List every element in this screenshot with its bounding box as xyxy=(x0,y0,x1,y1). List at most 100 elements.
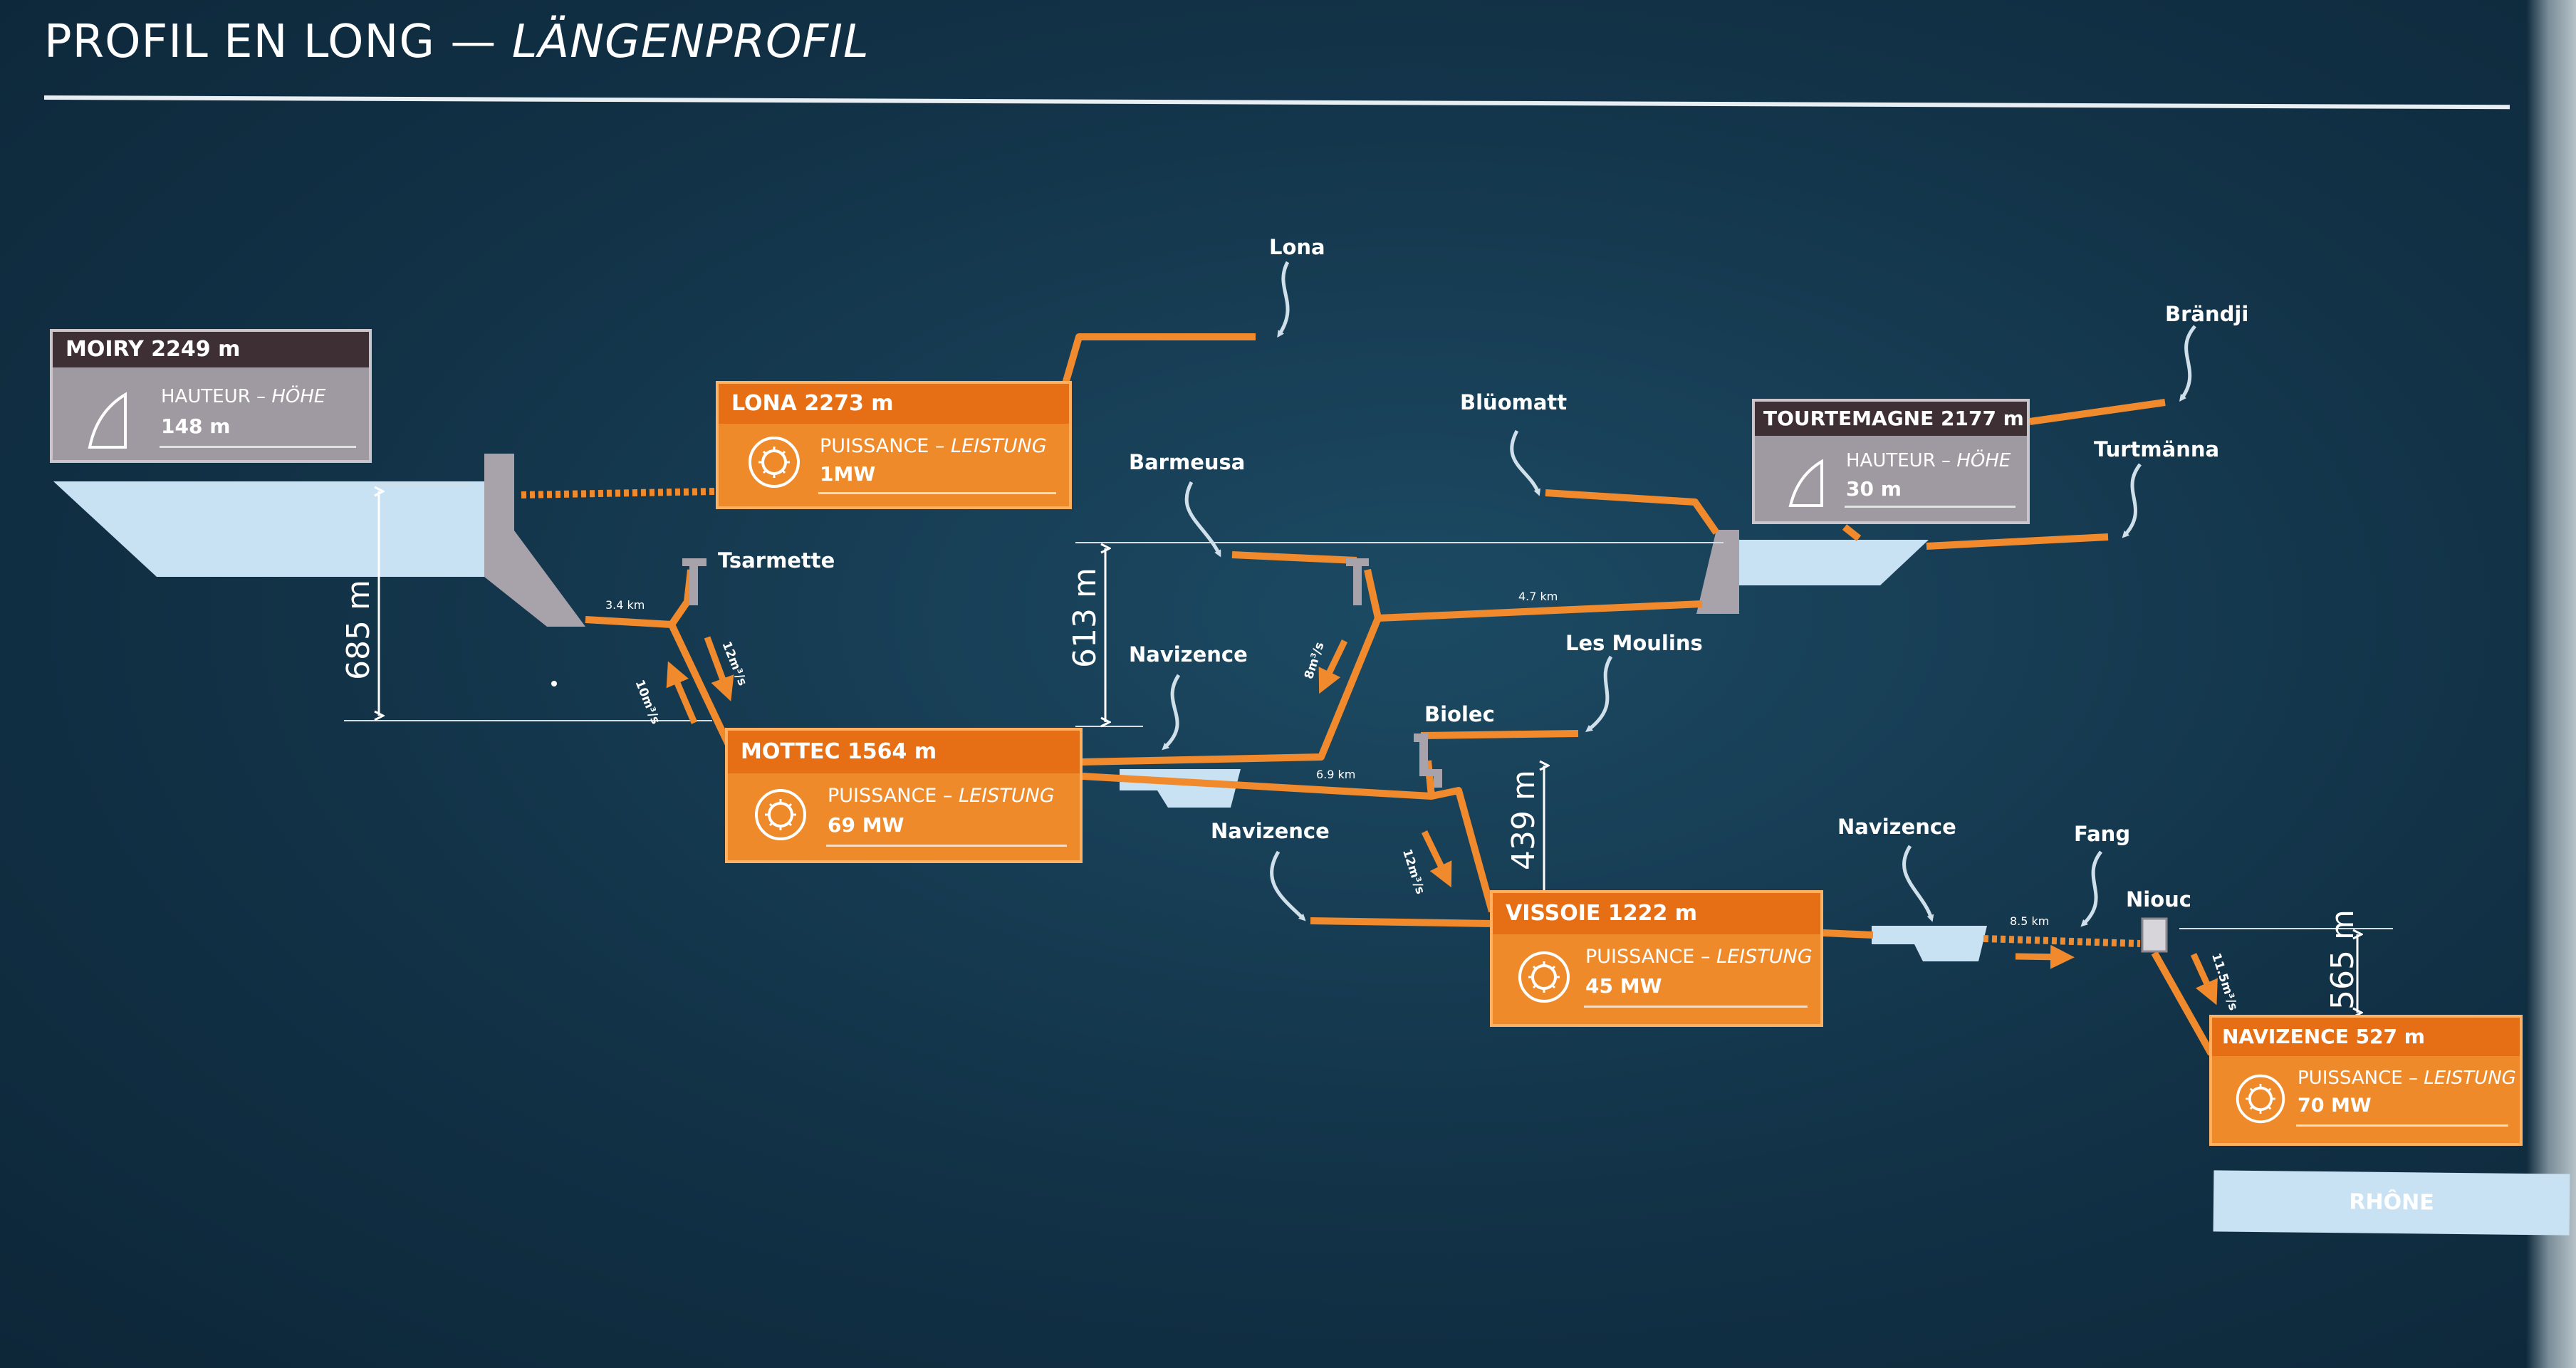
dam-icon xyxy=(88,392,127,449)
vissoie-power-label-fr: PUISSANCE xyxy=(1585,946,1695,968)
head-label-biolec: 439 m xyxy=(1506,770,1542,870)
niouc-structure xyxy=(2141,917,2168,953)
place-label-biolec: Biolec xyxy=(1424,702,1495,726)
place-label-tsarmette: Tsarmette xyxy=(718,548,835,573)
vissoie-station-title: VISSOIE 1222 m xyxy=(1493,893,1820,934)
mottec-basin xyxy=(1120,769,1241,808)
stream-arrows xyxy=(1162,261,2196,927)
title-de: LÄNGENPROFIL xyxy=(511,16,870,68)
biolec-structure xyxy=(1414,733,1442,788)
navizence-power-label: PUISSANCE – LEISTUNG xyxy=(2298,1067,2516,1089)
distance-vissoie-niouc: 8.5 km xyxy=(2010,914,2050,928)
moiry-dam-title: MOIRY 2249 m xyxy=(53,332,369,367)
flow-arrow-tsarmette-down xyxy=(704,636,734,701)
stream-arrow-navizence-2 xyxy=(1270,850,1306,921)
pipe-network xyxy=(521,333,2215,1056)
tourtemagne-reservoir xyxy=(1738,540,1929,585)
head-label-niouc: 565 m xyxy=(2325,909,2361,1010)
stream-arrow-navizence-3 xyxy=(1902,845,1934,922)
tourtemagne-box-rule xyxy=(1845,506,2016,508)
tourtemagne-dam-wall xyxy=(1696,530,1739,614)
stream-arrow-barmeusa xyxy=(1184,481,1221,558)
stream-label-turtmanna: Turtmänna xyxy=(2094,437,2220,461)
moiry-dam-box: MOIRY 2249 m HAUTEUR – HÖHE 148 m xyxy=(50,329,372,463)
dam-icon xyxy=(1788,459,1823,507)
pipe-tourtemagne-stub xyxy=(1842,524,1862,541)
moiry-height-value: 148 m xyxy=(161,414,231,438)
stream-label-fang: Fang xyxy=(2074,822,2131,846)
lona-power-label: PUISSANCE – LEISTUNG xyxy=(820,435,1047,457)
flow-arrow-vissoie-niouc xyxy=(2015,944,2075,969)
lona-power-label-fr: PUISSANCE xyxy=(820,435,929,457)
stream-arrow-navizence-1 xyxy=(1162,674,1181,751)
flow-arrow-tsarmette-up xyxy=(666,661,698,724)
mottec-box-rule xyxy=(826,845,1067,847)
vissoie-power-value: 45 MW xyxy=(1585,974,1662,998)
vissoie-power-label: PUISSANCE – LEISTUNG xyxy=(1585,946,1813,968)
tsarmette-structure xyxy=(682,558,706,605)
stream-label-navizence-1: Navizence xyxy=(1129,642,1248,667)
tourtemagne-height-label: HAUTEUR – HÖHE xyxy=(1846,450,2011,471)
pipe-mottec-vissoie xyxy=(1082,773,1496,913)
moiry-dam-wall xyxy=(484,454,585,627)
moiry-height-label: HAUTEUR – HÖHE xyxy=(161,386,326,407)
stream-arrow-brandji xyxy=(2179,325,2196,402)
stream-label-barmeusa: Barmeusa xyxy=(1129,450,1246,474)
moiry-box-rule xyxy=(160,446,356,448)
tourtemagne-dam-box: TOURTEMAGNE 2177 m HAUTEUR – HÖHE 30 m xyxy=(1752,399,2030,524)
pipe-barmeusa-shaft xyxy=(1364,568,1382,620)
tourtemagne-dam-title: TOURTEMAGNE 2177 m xyxy=(1755,402,2027,436)
stream-arrow-bluomatt xyxy=(1510,429,1540,496)
head-label-barmeusa: 613 m xyxy=(1067,568,1103,668)
navizence-station-title: NAVIZENCE 527 m xyxy=(2212,1018,2520,1056)
pipe-tsarmette-branch xyxy=(668,569,694,627)
vissoie-basin xyxy=(1872,926,1987,961)
mottec-power-label-fr: PUISSANCE xyxy=(828,785,937,807)
stream-label-lona: Lona xyxy=(1269,235,1325,259)
lona-power-label-de: LEISTUNG xyxy=(951,435,1047,457)
distance-moiry-mottec: 3.4 km xyxy=(605,598,645,612)
mottec-power-value: 69 MW xyxy=(828,813,904,837)
pipe-brandji xyxy=(2029,399,2166,425)
pipe-bluomatt xyxy=(1545,489,1720,535)
stream-arrow-lona xyxy=(1277,261,1290,338)
navizence-power-label-fr: PUISSANCE xyxy=(2298,1067,2403,1089)
lona-station-title: LONA 2273 m xyxy=(719,384,1069,424)
stream-label-brandji: Brändji xyxy=(2165,302,2249,326)
flow-arrow-barmeusa xyxy=(1318,639,1348,694)
sun-turbine-icon xyxy=(749,437,800,488)
flow-arrow-biolec xyxy=(1421,830,1452,888)
vissoie-box-rule xyxy=(1584,1006,1808,1008)
distance-mottec-vissoie: 6.9 km xyxy=(1316,768,1356,781)
lona-station-box: LONA 2273 m PUISSANCE – LEISTUNG 1MW xyxy=(716,381,1072,509)
navizence-station-box: NAVIZENCE 527 m PUISSANCE – LEISTUNG 70 … xyxy=(2209,1015,2523,1146)
marker-dot xyxy=(551,681,557,686)
mottec-station-title: MOTTEC 1564 m xyxy=(728,731,1080,773)
pipe-vissoie-niouc xyxy=(1983,935,2141,947)
pipe-barmeusa-intake xyxy=(1231,551,1357,564)
pipe-lona-intake xyxy=(1061,333,1256,387)
page-title: PROFIL EN LONG — LÄNGENPROFIL xyxy=(44,16,870,68)
pipe-moiry-lona xyxy=(521,488,716,498)
navizence-power-value: 70 MW xyxy=(2298,1095,2372,1117)
mottec-station-box: MOTTEC 1564 m PUISSANCE – LEISTUNG 69 MW xyxy=(725,728,1083,863)
stream-label-les-moulins: Les Moulins xyxy=(1565,631,1703,655)
mottec-power-label: PUISSANCE – LEISTUNG xyxy=(828,785,1055,807)
pipe-navizence-2 xyxy=(1310,917,1493,927)
stream-arrow-les-moulins xyxy=(1585,655,1613,733)
stream-arrow-fang xyxy=(2080,850,2103,927)
pipe-niouc-navizence xyxy=(2151,951,2215,1056)
tourtemagne-height-label-fr: HAUTEUR xyxy=(1846,450,1936,471)
vissoie-station-box: VISSOIE 1222 m PUISSANCE – LEISTUNG 45 M… xyxy=(1490,890,1823,1027)
navizence-box-rule xyxy=(2296,1124,2508,1127)
distance-tourtemagne-barmeusa: 4.7 km xyxy=(1518,590,1558,603)
pipe-vissoie-basin xyxy=(1823,929,1874,939)
place-label-niouc: Niouc xyxy=(2126,887,2191,912)
tourtemagne-height-label-de: HÖHE xyxy=(1956,450,2011,471)
sun-turbine-icon xyxy=(1518,951,1570,1003)
pipe-biolec-shaft xyxy=(1424,760,1435,797)
sun-turbine-icon xyxy=(2236,1074,2285,1124)
barmeusa-structure xyxy=(1346,558,1369,605)
moiry-reservoir xyxy=(53,481,491,577)
